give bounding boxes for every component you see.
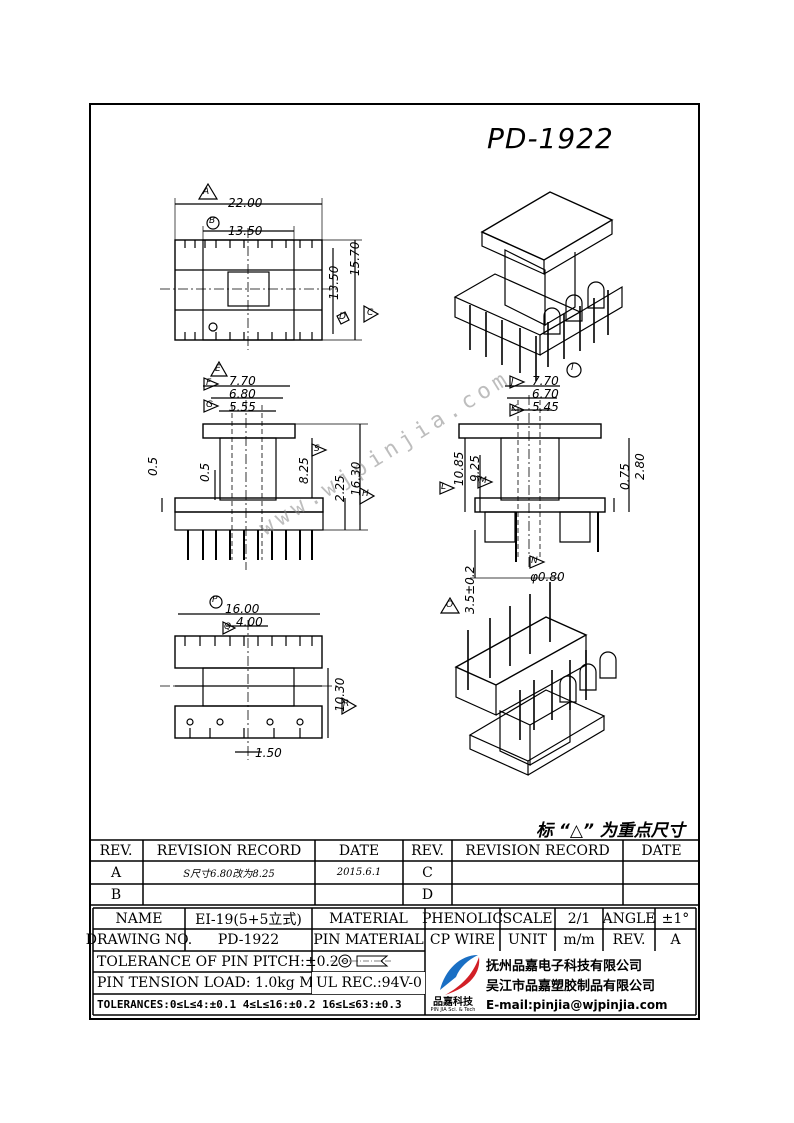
callout-a: A (203, 187, 210, 197)
rev-header-1: REV. (99, 842, 133, 859)
callout-h: H (362, 489, 369, 499)
scale-value: 2/1 (567, 910, 591, 927)
dim-r075: 0.75 (618, 463, 632, 490)
ul-rec: UL REC.:94V-0 (312, 972, 425, 994)
material-value: PHENOLIC (421, 910, 504, 927)
callout-d: D (339, 312, 346, 322)
unit-value: m/m (563, 932, 595, 948)
dim-l: 10.85 (452, 451, 466, 486)
drawing-no-value: PD-1922 (217, 932, 280, 948)
dim-r280: 2.80 (633, 453, 647, 480)
dim-mid-05: 0.5 (198, 462, 212, 482)
rev-c: C (422, 864, 433, 881)
dim-c: 15.70 (348, 241, 362, 276)
front-view (161, 360, 376, 570)
dim-p: 16.00 (225, 602, 260, 616)
dim-n: φ0.80 (530, 570, 565, 584)
scale-label: SCALE (502, 910, 553, 927)
revision-record-header-2: REVISION RECORD (465, 842, 610, 859)
callout-q: Q (224, 622, 232, 632)
drawing-title: PD-1922 (487, 122, 614, 155)
callout-g: G (206, 400, 213, 410)
top-view (160, 182, 380, 350)
callout-e: E (215, 364, 221, 374)
callout-c: C (367, 308, 374, 318)
date-header-1: DATE (338, 842, 380, 859)
dim-left-05: 0.5 (146, 456, 160, 476)
rev-value: A (670, 932, 681, 948)
callout-r: R (343, 699, 350, 709)
pin-material-value: CP WIRE (429, 932, 496, 948)
angle-value: ±1° (661, 910, 690, 927)
material-label: MATERIAL (329, 910, 408, 927)
rev-b: B (110, 886, 122, 903)
callout-l: L (441, 482, 447, 492)
logo-text: 品嘉科技 (433, 996, 473, 1008)
iso-view-top (453, 191, 623, 381)
drawing-frame (89, 103, 700, 1020)
name-value: EI-19(5+5立式) (195, 911, 302, 928)
dim-q: 4.00 (236, 615, 263, 629)
revision-record-a: S尺寸6.80改为8.25 (183, 869, 275, 880)
dim-i: 7.70 (532, 374, 559, 388)
date-a: 2015.6.1 (336, 867, 382, 878)
title-block-grid (89, 839, 700, 1016)
dim-o: 3.5±0.2 (463, 565, 477, 614)
dim-d: 13.50 (327, 265, 341, 300)
callout-j: J (511, 377, 514, 387)
company-name-2: 吴江市品嘉塑胶制品有限公司 (486, 978, 656, 994)
rev-a: A (110, 864, 122, 881)
logo-subtext: PIN JIA Sci. & Tech (430, 1007, 476, 1013)
dim-s: 8.25 (297, 457, 311, 484)
callout-p: P (212, 595, 218, 605)
callout-f: F (206, 378, 212, 388)
dim-total: 16.30 (349, 461, 363, 496)
drawing-no-label: DRAWING NO. (85, 932, 193, 948)
dim-pin: 1.50 (255, 746, 282, 760)
key-dimension-note: 标 “△” 为重点尺寸 (536, 821, 685, 841)
bottom-view (160, 595, 358, 760)
dim-a: 22.00 (228, 196, 263, 210)
rev-header-2: REV. (411, 842, 444, 859)
iso-view-bottom (454, 582, 617, 776)
dim-h: 2.25 (333, 475, 347, 502)
rev-d: D (421, 886, 434, 903)
rev-label: REV. (612, 932, 646, 948)
callout-o: O (446, 600, 454, 610)
company-email: E-mail:pinjia@wjpinjia.com (486, 997, 668, 1012)
name-label: NAME (115, 910, 163, 927)
callout-k: K (511, 404, 517, 414)
angle-label: ANGLE (602, 910, 656, 927)
dim-f: 6.80 (229, 387, 256, 401)
dim-k: 5.45 (532, 400, 559, 414)
pin-pitch-tolerance: TOLERANCE OF PIN PITCH:±0.2 (97, 953, 339, 970)
callout-i: I (571, 363, 574, 373)
dim-e: 7.70 (229, 374, 256, 388)
date-header-2: DATE (641, 842, 682, 859)
dim-j: 6.70 (532, 387, 559, 401)
company-name-1: 抚州品嘉电子科技有限公司 (486, 958, 643, 974)
dim-g: 5.55 (229, 400, 256, 414)
side-view (439, 362, 630, 614)
pin-material-label: PIN MATERIAL (313, 932, 424, 948)
unit-label: UNIT (508, 932, 547, 948)
pin-tension-load: PIN TENSION LOAD: 1.0kg MIN (97, 975, 325, 991)
callout-n: N (531, 556, 538, 566)
general-tolerances: TOLERANCES:0≤L≤4:±0.1 4≤L≤16:±0.2 16≤L≤6… (97, 998, 402, 1011)
callout-m: M (479, 476, 487, 486)
callout-b: B (209, 216, 216, 226)
dim-b: 13.50 (228, 224, 263, 238)
callout-s: S (314, 444, 320, 454)
revision-record-header-1: REVISION RECORD (156, 842, 302, 859)
